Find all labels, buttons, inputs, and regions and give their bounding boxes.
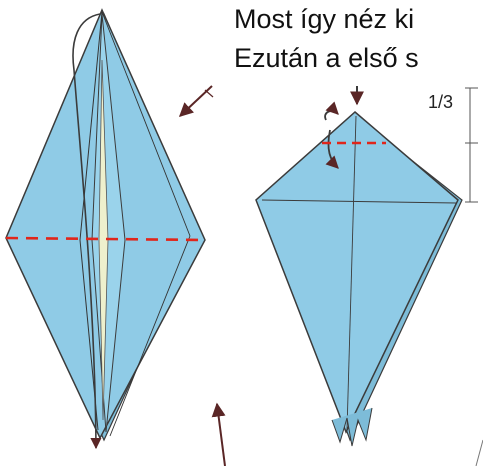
left-kite-crease-3 [101,11,191,237]
one-third-measure [465,87,478,203]
right-kite-tip-layers [331,407,373,447]
left-top-curve-arrow [72,13,102,450]
push-arrow-top [178,85,214,117]
left-kite-figure [5,8,206,450]
fraction-label: 1/3 [428,92,454,112]
caption-line-1: Most így néz ki [234,4,415,34]
left-kite-crease-1 [79,11,103,241]
caption-line-2: Ezután a első s [234,43,419,73]
next-figure-edge [475,439,483,467]
right-fold-curve-arrow-1 [324,101,339,121]
left-kite-crease-4 [109,235,191,437]
left-kite-inner-flap [91,13,126,433]
push-arrow-bottom [211,402,226,467]
left-kite-back-paper [98,59,109,421]
right-kite-main [255,111,459,434]
right-kite-center-crease [346,115,357,431]
right-kite-figure [255,86,463,447]
right-kite-horizontal-crease [261,199,457,204]
right-fold-curve-arrow-2 [325,129,339,169]
left-valley-fold-line [5,236,206,242]
